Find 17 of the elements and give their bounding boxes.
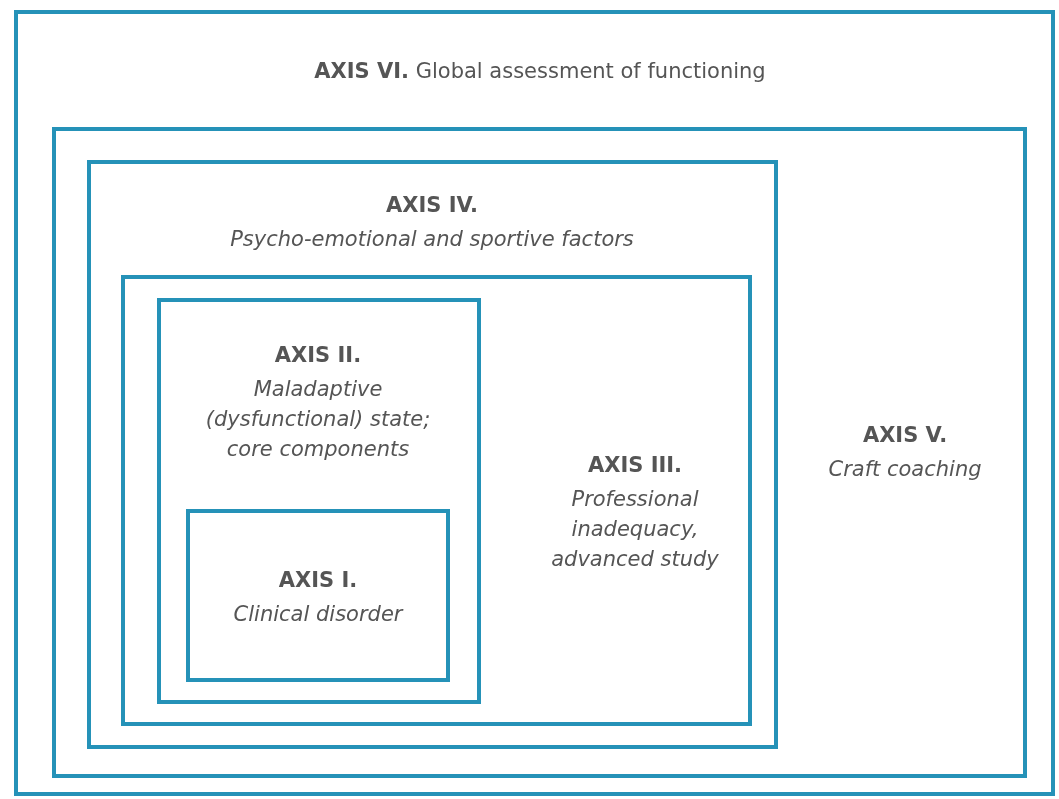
axis-title: AXIS II. — [273, 342, 363, 369]
axis-box — [121, 275, 752, 726]
axis-title: AXIS VI. Global assessment of functioning — [313, 58, 767, 85]
axis-box — [14, 10, 1055, 796]
axis-box — [87, 160, 778, 749]
axis-title: AXIS I. — [277, 567, 359, 594]
axis-description: Craft coaching — [827, 456, 983, 483]
axis-description: Maladaptive (dysfunctional) state; core components — [204, 376, 432, 463]
axis-description: Professional inadequacy, advanced study — [550, 486, 720, 573]
axis-box — [157, 298, 481, 704]
axis-title: AXIS IV. — [385, 192, 479, 219]
axis-description: Clinical disorder — [232, 601, 405, 628]
axis-title: AXIS V. — [861, 422, 949, 449]
axis-description: Psycho-emotional and sportive factors — [229, 226, 635, 253]
axis-title: AXIS III. — [586, 452, 684, 479]
axis-box — [186, 509, 450, 682]
axis-box — [52, 127, 1027, 778]
